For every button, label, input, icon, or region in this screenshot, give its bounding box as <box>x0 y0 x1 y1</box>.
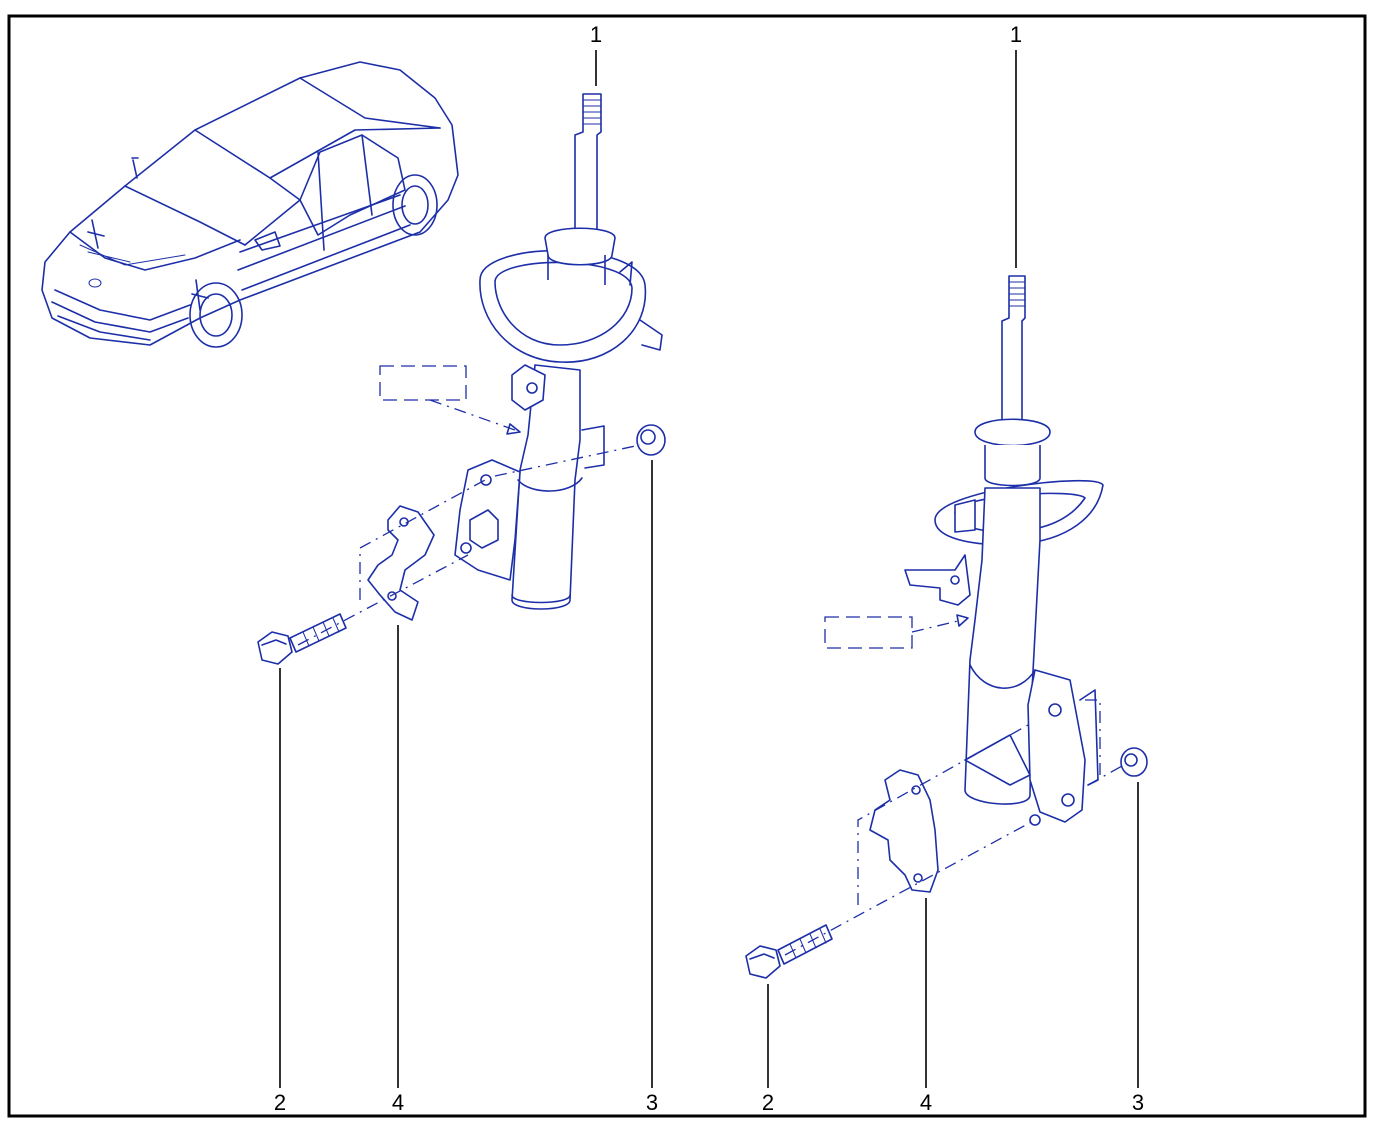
callout-left-plate: 4 <box>392 1090 404 1115</box>
callout-right-bolt: 2 <box>762 1090 774 1115</box>
callout-labels: 1 1 2 4 3 2 4 3 <box>274 22 1144 1115</box>
callout-left-bolt: 2 <box>274 1090 286 1115</box>
right-washer-nut-icon <box>1120 747 1148 777</box>
leader-lines <box>279 50 1139 1088</box>
callout-right-nut: 3 <box>1132 1090 1144 1115</box>
left-washer-nut-icon <box>636 424 666 456</box>
callout-right-plate: 4 <box>920 1090 932 1115</box>
right-strut-assembly <box>745 275 1148 979</box>
left-strut-body <box>547 255 606 285</box>
right-knuckle-bracket <box>1027 669 1086 823</box>
callout-right-strut: 1 <box>1010 22 1022 47</box>
right-hex-bolt-icon <box>745 924 833 979</box>
right-piston-rod <box>1001 275 1026 426</box>
left-hex-bolt-icon <box>257 613 347 665</box>
left-adjustment-plate-icon <box>367 505 435 621</box>
diagram-frame <box>7 14 1367 1118</box>
car-overview-icon <box>41 61 459 348</box>
left-piston-rod <box>574 93 602 233</box>
left-strut-assembly <box>257 93 666 665</box>
callout-left-nut: 3 <box>646 1090 658 1115</box>
left-knuckle-bracket <box>454 459 521 581</box>
right-adjustment-plate-icon <box>869 769 939 893</box>
callout-left-strut: 1 <box>590 22 602 47</box>
